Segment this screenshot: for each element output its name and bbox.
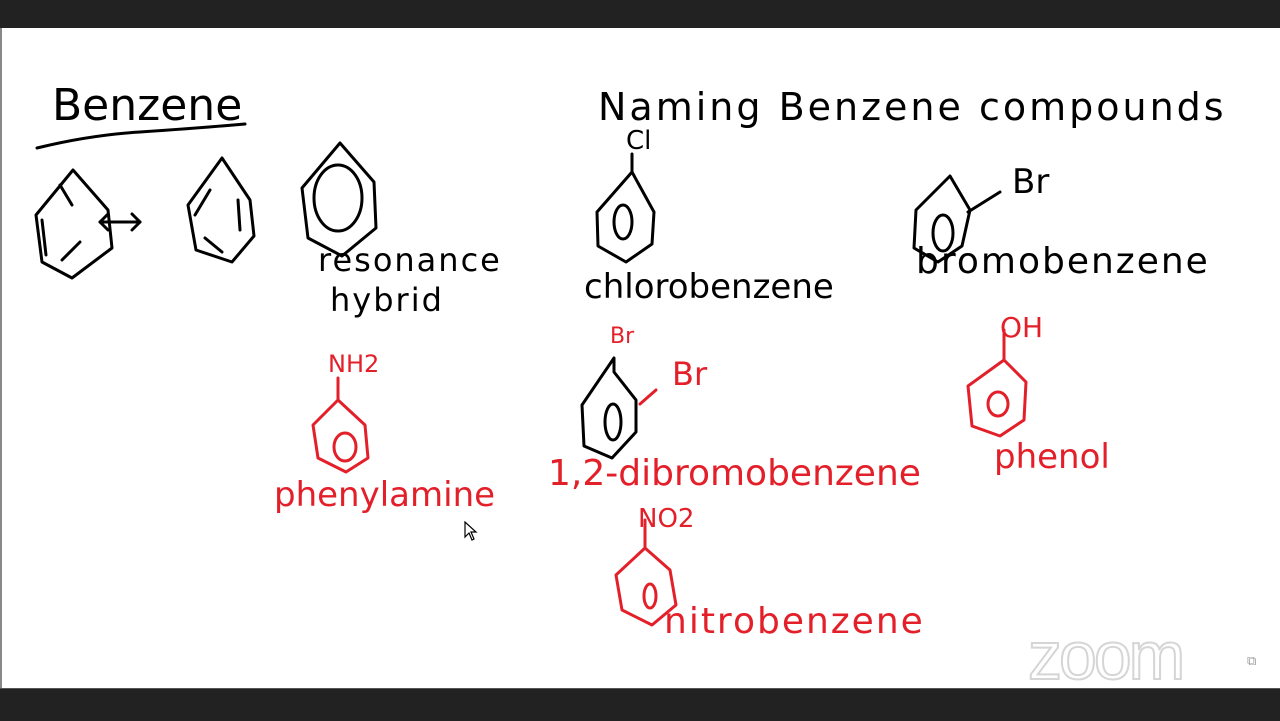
bottom-bar bbox=[0, 688, 1280, 721]
whiteboard-canvas[interactable] bbox=[0, 28, 1280, 688]
naming-title: Naming Benzene compounds bbox=[598, 85, 1227, 129]
benzene-title: Benzene bbox=[52, 80, 243, 131]
phenol-label: phenol bbox=[994, 437, 1110, 477]
resonance-hybrid-icon bbox=[300, 141, 378, 258]
nitrobenzene-structure-icon bbox=[614, 518, 678, 627]
top-bar bbox=[0, 0, 1280, 28]
dibromo-substituent-2: Br bbox=[672, 355, 708, 393]
amine-substituent: NH2 bbox=[328, 350, 380, 378]
kekule-structure-1-icon bbox=[34, 168, 114, 280]
chlorobenzene-structure-icon bbox=[595, 152, 656, 264]
bromobenzene-structure-icon bbox=[912, 174, 1002, 264]
nitrobenzene-label: nitrobenzene bbox=[664, 601, 925, 642]
phenol-structure-icon bbox=[966, 328, 1028, 438]
title-underline bbox=[35, 122, 247, 150]
dibromobenzene-label: 1,2-dibromobenzene bbox=[548, 453, 921, 494]
dibromo-substituent-1: Br bbox=[610, 324, 635, 349]
nitro-substituent: NO2 bbox=[638, 504, 695, 534]
dibromobenzene-structure-icon bbox=[580, 356, 658, 460]
external-link-icon[interactable]: ⧉ bbox=[1247, 654, 1257, 669]
chlorobenzene-label: chlorobenzene bbox=[584, 267, 834, 307]
bromobenzene-label: bromobenzene bbox=[916, 241, 1210, 282]
mouse-pointer-icon bbox=[464, 521, 478, 541]
hydroxyl-substituent: OH bbox=[1000, 311, 1044, 344]
phenylamine-label: phenylamine bbox=[274, 475, 496, 515]
phenylamine-structure-icon bbox=[311, 376, 370, 474]
resonance-label: resonance bbox=[318, 241, 502, 279]
hybrid-label: hybrid bbox=[330, 281, 444, 319]
resonance-arrow-icon bbox=[98, 212, 142, 232]
kekule-structure-2-icon bbox=[186, 156, 256, 264]
zoom-watermark-logo: zoom bbox=[1027, 618, 1186, 694]
bromo-substituent: Br bbox=[1012, 162, 1050, 202]
chloro-substituent: Cl bbox=[626, 126, 652, 156]
